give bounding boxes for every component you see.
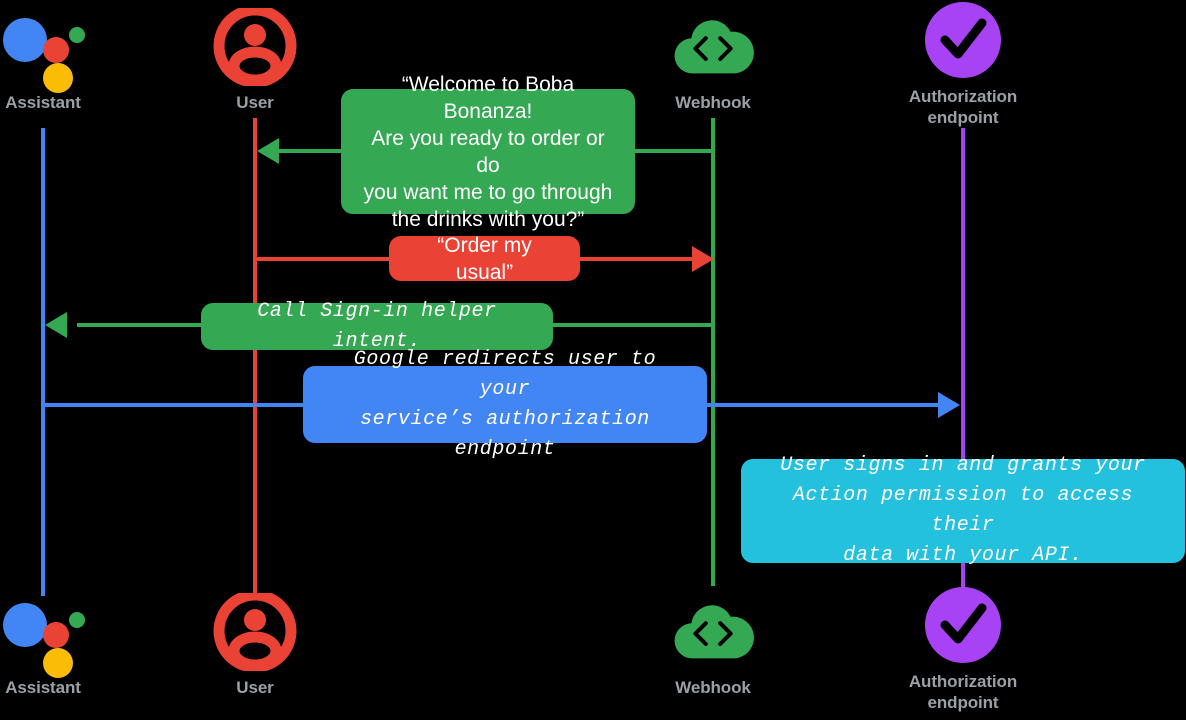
purple-check-circle-icon-bottom [919,585,1007,665]
actor-label-webhook-top: Webhook [675,93,751,112]
actor-label-auth-bottom: Authorization endpoint [908,672,1018,712]
assistant-dot-red [43,622,69,648]
google-assistant-icon-bottom [0,593,87,678]
assistant-dot-blue [3,603,47,647]
lifeline-user [253,118,257,596]
assistant-dot-yellow [43,648,73,678]
actor-assistant-bottom: Assistant [0,593,143,698]
actor-label-assistant-bottom: Assistant [5,678,81,697]
purple-check-circle-icon [919,0,1007,80]
message-line-welcome [632,149,713,153]
assistant-dot-green [69,27,85,43]
actor-assistant-top: Assistant [0,8,143,113]
message-line-signin-left [77,323,203,327]
message-line-signin-right [551,323,713,327]
actor-webhook-top: Webhook [613,8,813,113]
message-bubble-google-redirect: Google redirects user to your service’s … [303,348,707,461]
user-avatar-icon [211,8,299,86]
assistant-dot-yellow [43,63,73,93]
lifeline-auth [961,128,965,588]
arrowhead-welcome [257,138,279,164]
cloud-code-icon [669,8,757,86]
actor-auth-top: Authorization endpoint [863,0,1063,128]
actor-label-auth-top: Authorization endpoint [908,87,1018,127]
cloud-code-icon-bottom [669,593,757,671]
lifeline-webhook [711,118,715,586]
message-line-redirect-left [41,403,307,407]
actor-webhook-bottom: Webhook [613,593,813,698]
actor-label-assistant-top: Assistant [5,93,81,112]
arrowhead-call-signin-helper [45,312,67,338]
arrowhead-order-my-usual [692,246,714,272]
message-bubble-welcome: “Welcome to Boba Bonanza! Are you ready … [341,73,635,231]
lifeline-assistant [41,128,45,596]
message-bubble-order-my-usual: “Order my usual” [389,234,580,284]
message-line-order-right [578,257,694,261]
message-bubble-call-signin-helper: Call Sign-in helper intent. [201,300,553,353]
message-line-order-left [253,257,391,261]
google-assistant-icon [0,8,87,93]
actor-user-bottom: User [155,593,355,698]
message-line-redirect-right [705,403,939,407]
actor-label-webhook-bottom: Webhook [675,678,751,697]
arrowhead-google-redirect [938,392,960,418]
message-line-welcome-tail [279,149,341,153]
assistant-dot-green [69,612,85,628]
user-avatar-icon-bottom [211,593,299,671]
assistant-dot-blue [3,18,47,62]
actor-label-user-bottom: User [236,678,274,697]
actor-auth-bottom: Authorization endpoint [863,585,1063,713]
message-bubble-user-signs-in: User signs in and grants your Action per… [741,454,1185,567]
actor-user-top: User [155,8,355,113]
actor-label-user-top: User [236,93,274,112]
assistant-dot-red [43,37,69,63]
